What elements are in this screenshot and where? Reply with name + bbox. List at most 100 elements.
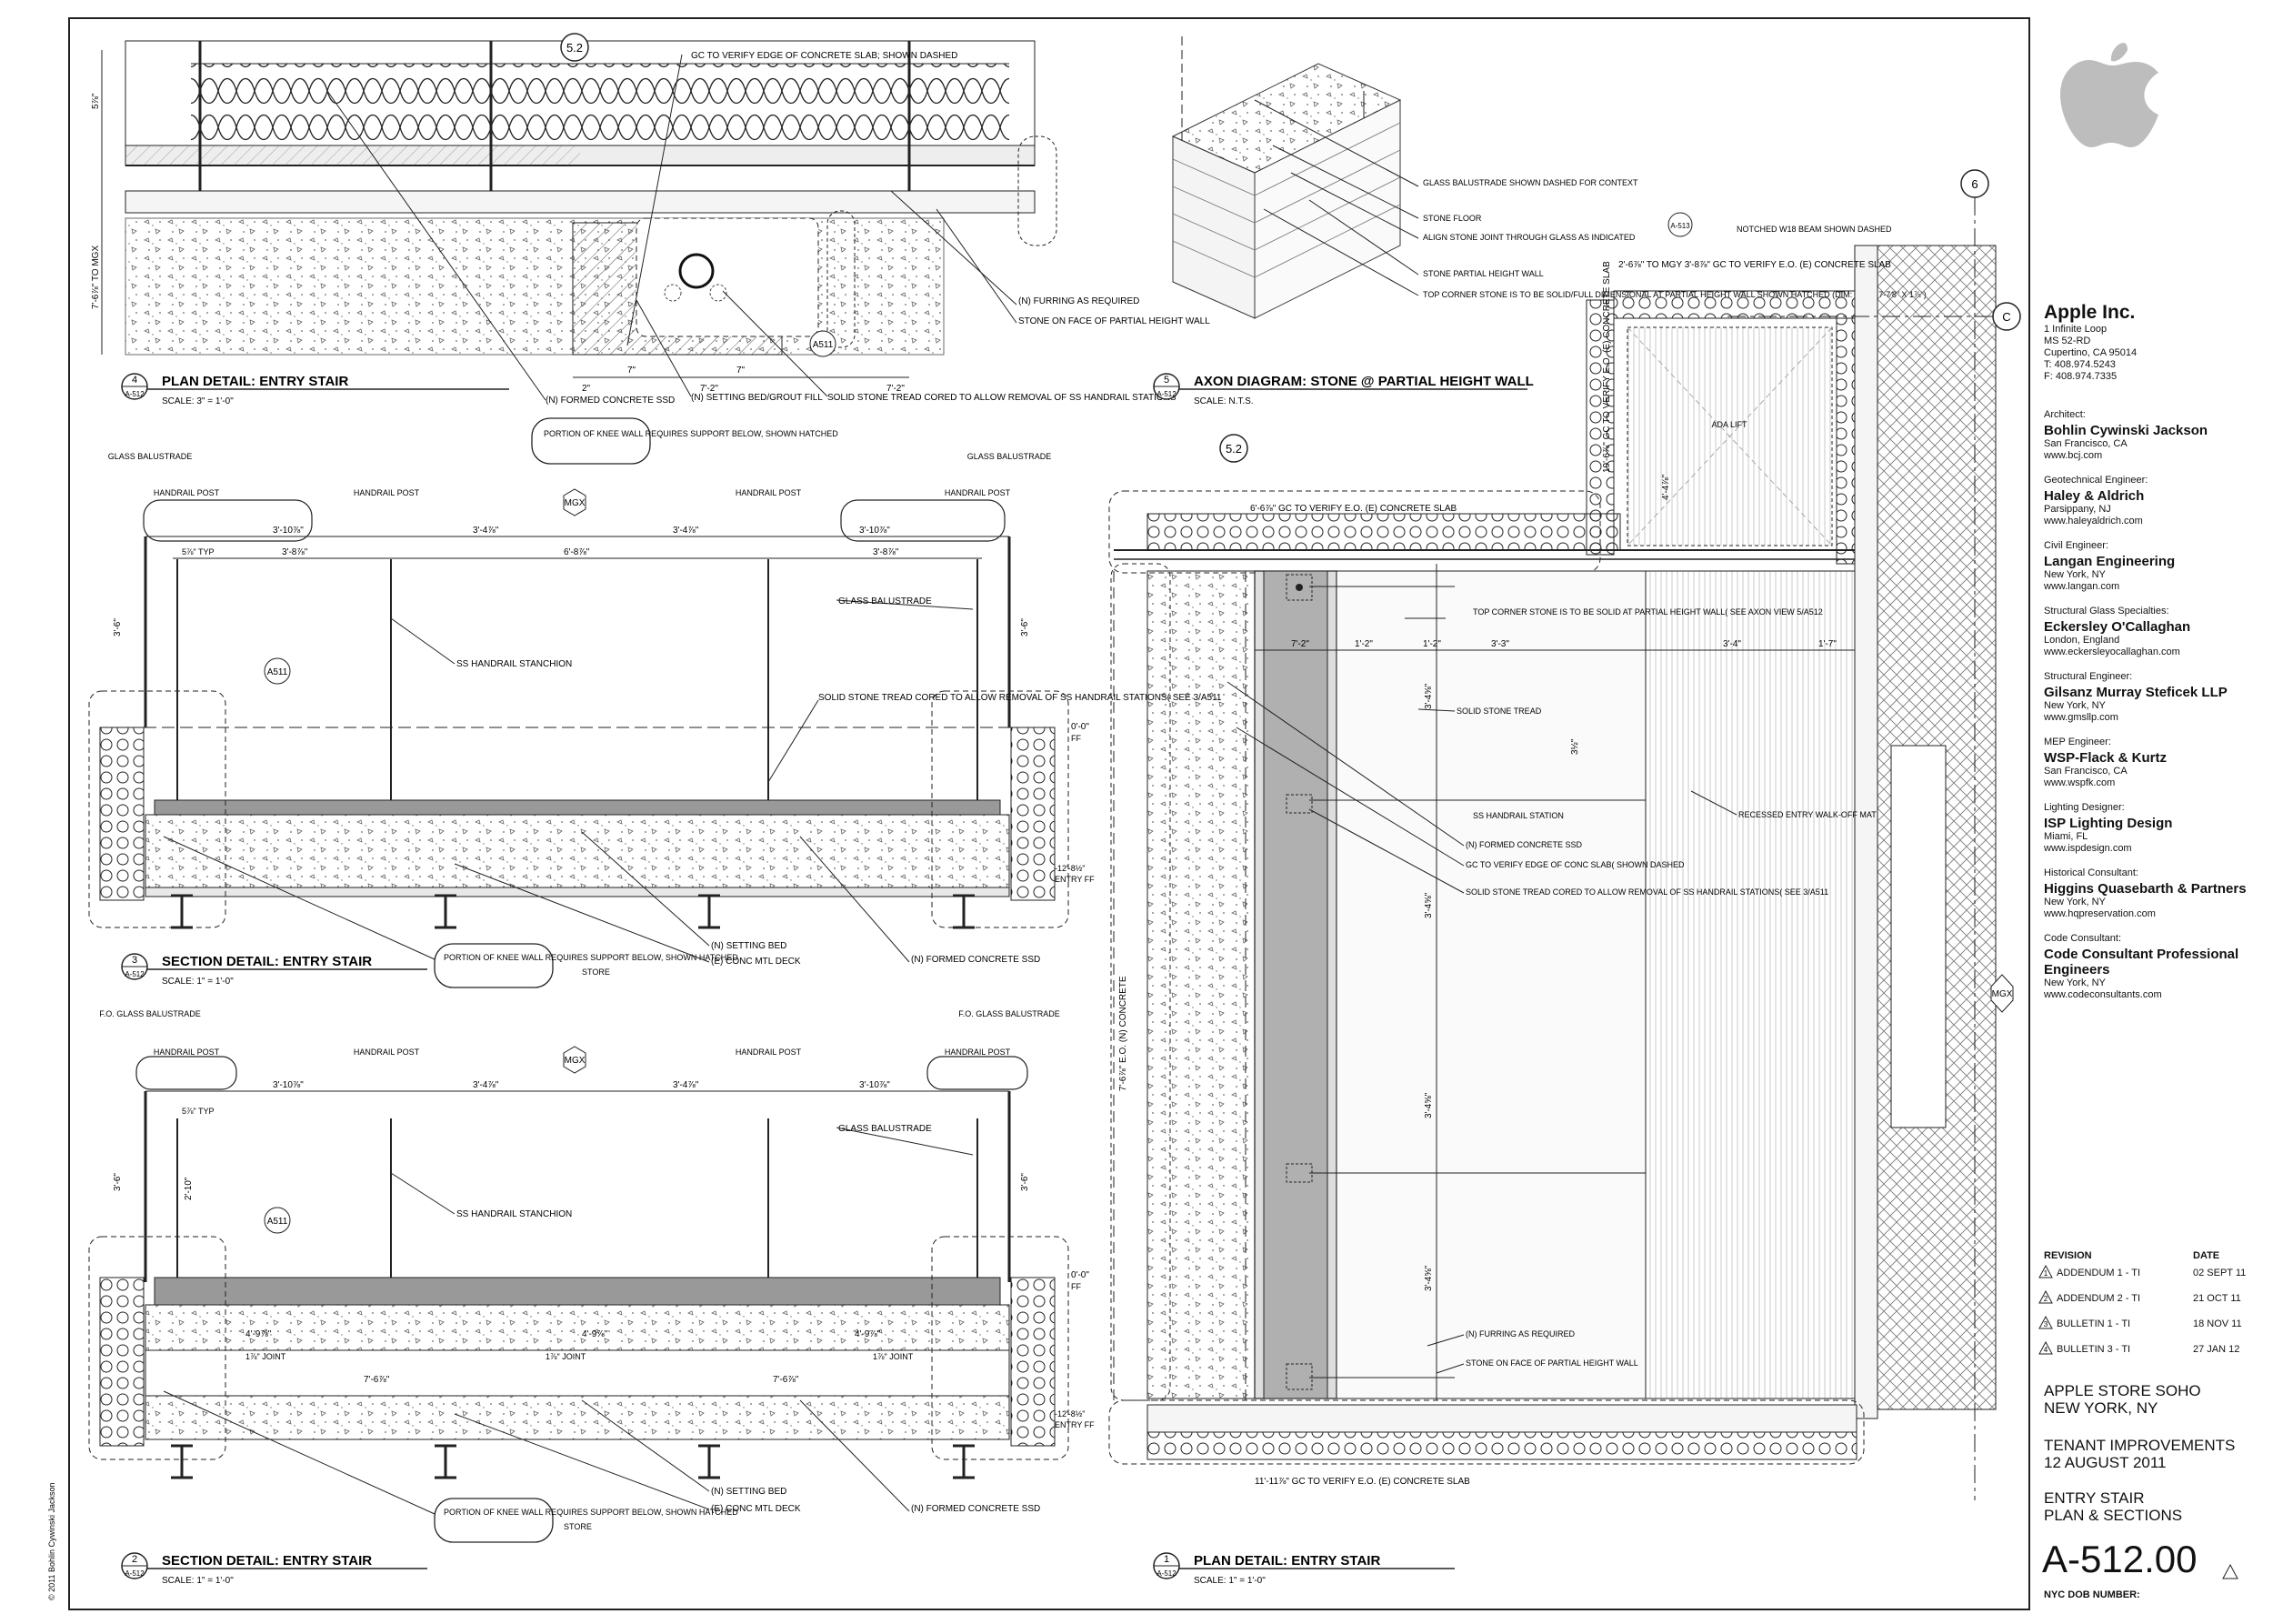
revision-date: 18 NOV 11	[2193, 1318, 2242, 1329]
plan-dim-3: 1'-2"	[1423, 639, 1441, 649]
detail-5-num: 5	[1164, 375, 1169, 386]
consultant-line: Miami, FL	[2044, 831, 2088, 842]
sheet-title-2: PLAN & SECTIONS	[2044, 1507, 2183, 1524]
note-setting-bed-3: (N) SETTING BED	[711, 941, 786, 951]
consultant-line: www.codeconsultants.com	[2044, 989, 2162, 1000]
callout-a511: A511	[813, 340, 834, 350]
consultant-line: New York, NY	[2044, 569, 2106, 580]
svg-text:4: 4	[2044, 1346, 2048, 1354]
note-furring: (N) FURRING AS REQUIRED	[1018, 296, 1139, 306]
plan-dim-2: 1'-2"	[1355, 639, 1373, 649]
plan-conc-e: 7'-6⅞" E.O. (N) CONCRETE	[1118, 976, 1128, 1091]
revision-row: 2 ADDENDUM 2 - TI 21 OCT 11	[2038, 1289, 2257, 1308]
detail-1-scale: SCALE: 1" = 1'-0"	[1194, 1576, 1266, 1586]
dim-3-d: 6'-8⅞"	[564, 547, 590, 557]
consultant-line: Parsippany, NJ	[2044, 504, 2111, 515]
dim-3-typ: 5⅞" TYP	[182, 547, 215, 556]
revision-date: 21 OCT 11	[2193, 1293, 2241, 1304]
detail-2-title-text: SECTION DETAIL: ENTRY STAIR	[162, 1553, 372, 1569]
joint-2-b: 1⅞" JOINT	[546, 1352, 586, 1361]
consultant-mep: MEP Engineer: WSP-Flack & Kurtz San Fran…	[2044, 737, 2262, 789]
svg-text:1: 1	[2044, 1269, 2048, 1278]
project-line-2: NEW YORK, NY	[2044, 1399, 2158, 1417]
note-top-corner-plan: TOP CORNER STONE IS TO BE SOLID AT PARTI…	[1473, 607, 1823, 617]
lvl-3-12: -12'-8½"	[1055, 864, 1085, 873]
dim-2-c: 3'-10⅞"	[273, 1080, 304, 1090]
plan-gc-top2: 2'-6⅞" TO MGY 3'-8⅞" GC TO VERIFY E.O. (…	[1618, 260, 1891, 270]
plan-dim-5: 3'-4"	[1723, 639, 1741, 649]
consultant-civil: Civil Engineer: Langan Engineering New Y…	[2044, 540, 2262, 593]
note-solid-tread-plan: SOLID STONE TREAD CORED TO ALLOW REMOVAL…	[1466, 887, 1828, 897]
consultant-line: San Francisco, CA	[2044, 766, 2128, 777]
consultant-role: Architect:	[2044, 409, 2086, 420]
detail-2-num: 2	[132, 1554, 137, 1565]
callout-a513: A-513	[1670, 222, 1690, 230]
dim-2-210: 2'-10"	[184, 1177, 194, 1200]
lvl-3-ff: FF	[1071, 734, 1081, 743]
revision-row: 1 ADDENDUM 1 - TI 02 SEPT 11	[2038, 1264, 2257, 1282]
project-phase-2: 12 AUGUST 2011	[2044, 1454, 2167, 1471]
note-ss-stanchion-2: SS HANDRAIL STANCHION	[456, 1209, 572, 1219]
sheet-title-1: ENTRY STAIR	[2044, 1489, 2145, 1507]
note-furring-plan: (N) FURRING AS REQUIRED	[1466, 1329, 1576, 1338]
mgx-plan: MGX	[1992, 989, 2013, 999]
consultant-structural-glass: Structural Glass Specialties: Eckersley …	[2044, 606, 2262, 658]
consultant-role: Historical Consultant:	[2044, 867, 2138, 878]
detail-3-ref: A-512	[125, 970, 145, 978]
revision-triangle-icon: 4	[2038, 1341, 2053, 1355]
plan-v-4: 3'-4⅝"	[1424, 1265, 1434, 1291]
lvl-3-entry: ENTRY FF	[1055, 875, 1095, 884]
hr-post-2: HANDRAIL POST	[354, 488, 420, 497]
detail-3-num: 3	[132, 955, 137, 966]
revision-name: BULLETIN 3 - TI	[2057, 1344, 2131, 1355]
client-block: Apple Inc. 1 Infinite Loop MS 52-RD Cupe…	[2044, 300, 2262, 383]
dim-to-mgx: 7'-6⅞" TO MGX	[91, 246, 101, 309]
section-detail-3: GLASS BALUSTRADE GLASS BALUSTRADE HANDRA…	[88, 452, 1222, 988]
consultant-role: Structural Engineer:	[2044, 671, 2133, 682]
note-gc-edge: GC TO VERIFY EDGE OF CONCRETE SLAB; SHOW…	[691, 51, 957, 61]
note-ss-station-plan: SS HANDRAIL STATION	[1473, 811, 1564, 820]
detail-1-num: 1	[1164, 1554, 1169, 1565]
consultant-line: www.langan.com	[2044, 581, 2120, 592]
revision-triangle-icon: 1	[2038, 1265, 2053, 1278]
note-stone-face-plan: STONE ON FACE OF PARTIAL HEIGHT WALL	[1466, 1358, 1638, 1368]
revision-triangle-icon: 3	[2038, 1316, 2053, 1329]
dim-3-36b: 3'-6"	[1020, 618, 1030, 637]
dim-top-left: 5⅞"	[91, 93, 101, 109]
consultant-line: www.wspfk.com	[2044, 777, 2116, 788]
project-phase: TENANT IMPROVEMENTS 12 AUGUST 2011	[2044, 1437, 2262, 1471]
consultant-line: www.gmsllp.com	[2044, 712, 2118, 723]
consultant-role: Geotechnical Engineer:	[2044, 475, 2148, 486]
dim-2-f: 4'-9⅞"	[582, 1329, 608, 1339]
axon-detail-5: GLASS BALUSTRADE SHOWN DASHED FOR CONTEX…	[1171, 36, 1927, 319]
hr-post-6: HANDRAIL POST	[354, 1048, 420, 1057]
grid-6: 6	[1971, 177, 1978, 191]
consultant-geotech: Geotechnical Engineer: Haley & Aldrich P…	[2044, 475, 2262, 527]
plan-gc-bottom: 11'-11⅞" GC TO VERIFY E.O. (E) CONCRETE …	[1255, 1477, 1470, 1487]
note-glass-bal-3: GLASS BALUSTRADE	[838, 596, 932, 606]
dim-2-b: 3'-4⅞"	[673, 1080, 699, 1090]
client-name: Apple Inc.	[2044, 302, 2136, 323]
lvl-2-ff: FF	[1071, 1282, 1081, 1291]
consultant-role: MEP Engineer:	[2044, 737, 2111, 747]
plan-dim-1: 7'-2"	[1291, 639, 1309, 649]
dim-2: 2"	[582, 384, 591, 394]
consultant-name: ISP Lighting Design	[2044, 816, 2173, 831]
dim-7b: 7"	[736, 366, 746, 376]
consultant-architect: Architect: Bohlin Cywinski Jackson San F…	[2044, 409, 2262, 462]
consultant-line: San Francisco, CA	[2044, 438, 2128, 449]
consultant-role: Civil Engineer:	[2044, 540, 2108, 551]
consultant-line: www.haleyaldrich.com	[2044, 516, 2143, 526]
note-knee-wall-top: PORTION OF KNEE WALL REQUIRES SUPPORT BE…	[544, 429, 838, 438]
note-glass-bal-2: GLASS BALUSTRADE	[838, 1124, 932, 1134]
ada-lift: ADA LIFT	[1711, 420, 1747, 429]
consultant-code: Code Consultant: Code Consultant Profess…	[2044, 933, 2262, 1001]
mgx-2: MGX	[565, 1056, 586, 1066]
title-block: Apple Inc. 1 Infinite Loop MS 52-RD Cupe…	[2029, 18, 2268, 1609]
plan-detail-1: ADA LIFT 7'-2" 1'-2" 1'-2" 3'-3" 3'	[1108, 169, 2021, 1500]
fo-glass-right: F.O. GLASS BALUSTRADE	[958, 1009, 1060, 1018]
consultant-line: New York, NY	[2044, 897, 2106, 907]
lvl-2-12: -12'-8½"	[1055, 1409, 1085, 1418]
grid-c: C	[2002, 310, 2010, 324]
consultant-lighting: Lighting Designer: ISP Lighting Design M…	[2044, 802, 2262, 855]
